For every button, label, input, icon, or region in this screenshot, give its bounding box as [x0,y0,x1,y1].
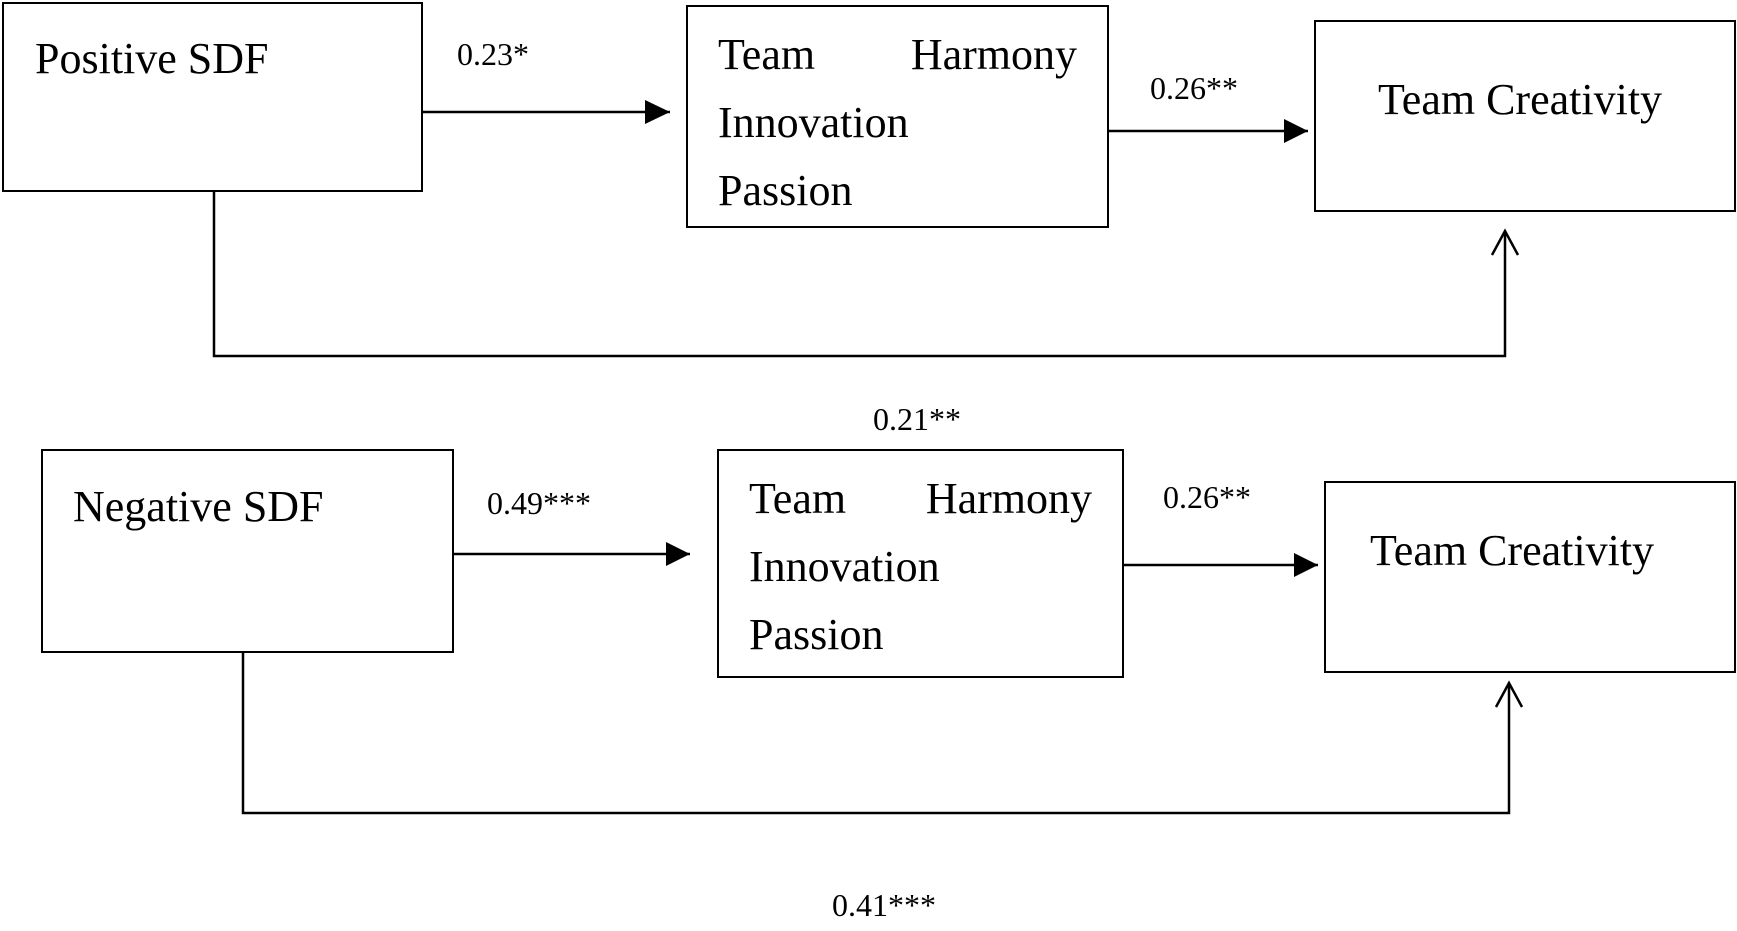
top-outcome-label: Team Creativity [1378,75,1663,124]
bottom-predictor-box: Negative SDF [41,449,454,653]
bottom-mediator-word-passion: Passion [749,610,884,659]
bottom-direct-path [241,653,1511,815]
bottom-mediator-line-1: Team Harmony [749,465,1092,533]
top-mediator-word-harmony: Harmony [910,30,1077,79]
top-mediator-word-innovation: Innovation [718,98,909,147]
top-coefficient-path-a: 0.23* [457,36,529,72]
top-arrowhead-predictor-to-mediator [645,100,670,124]
bottom-arrowhead-predictor-to-mediator [666,542,690,566]
top-mediator-word-team: Team [718,30,816,79]
bottom-outcome-box: Team Creativity [1324,481,1736,673]
top-arrowhead-mediator-to-outcome [1284,119,1308,143]
top-mediator-word-passion: Passion [718,166,853,215]
bottom-mediator-text: Team Harmony Innovation Passion [749,465,1092,669]
top-mediator-line-3: Passion [718,157,1077,225]
bottom-coefficient-path-c: 0.41*** [832,887,936,923]
bottom-predictor-label: Negative SDF [73,482,324,531]
bottom-coefficient-path-a: 0.49*** [487,485,591,521]
bottom-mediator-word-team: Team [749,474,847,523]
top-coefficient-path-c: 0.21** [873,401,961,437]
bottom-mediator-line-3: Passion [749,601,1092,669]
bottom-coefficient-path-b: 0.26** [1163,479,1251,515]
bottom-arrowhead-mediator-to-outcome [1294,553,1318,577]
bottom-mediator-word-innovation: Innovation [749,542,940,591]
top-mediator-line-2: Innovation [718,89,1077,157]
bottom-outcome-label: Team Creativity [1370,526,1655,575]
top-mediator-text: Team Harmony Innovation Passion [718,21,1077,225]
top-arrowhead-direct-path [1490,228,1520,256]
bottom-arrowhead-direct-path [1494,680,1524,708]
top-outcome-box: Team Creativity [1314,20,1736,212]
top-coefficient-path-b: 0.26** [1150,70,1238,106]
top-predictor-box: Positive SDF [2,2,423,192]
bottom-mediator-word-harmony: Harmony [925,474,1092,523]
top-direct-path [212,192,1507,358]
top-mediator-line-1: Team Harmony [718,21,1077,89]
bottom-mediator-box: Team Harmony Innovation Passion [717,449,1124,678]
top-predictor-label: Positive SDF [35,34,269,83]
bottom-mediator-line-2: Innovation [749,533,1092,601]
top-mediator-box: Team Harmony Innovation Passion [686,5,1109,228]
